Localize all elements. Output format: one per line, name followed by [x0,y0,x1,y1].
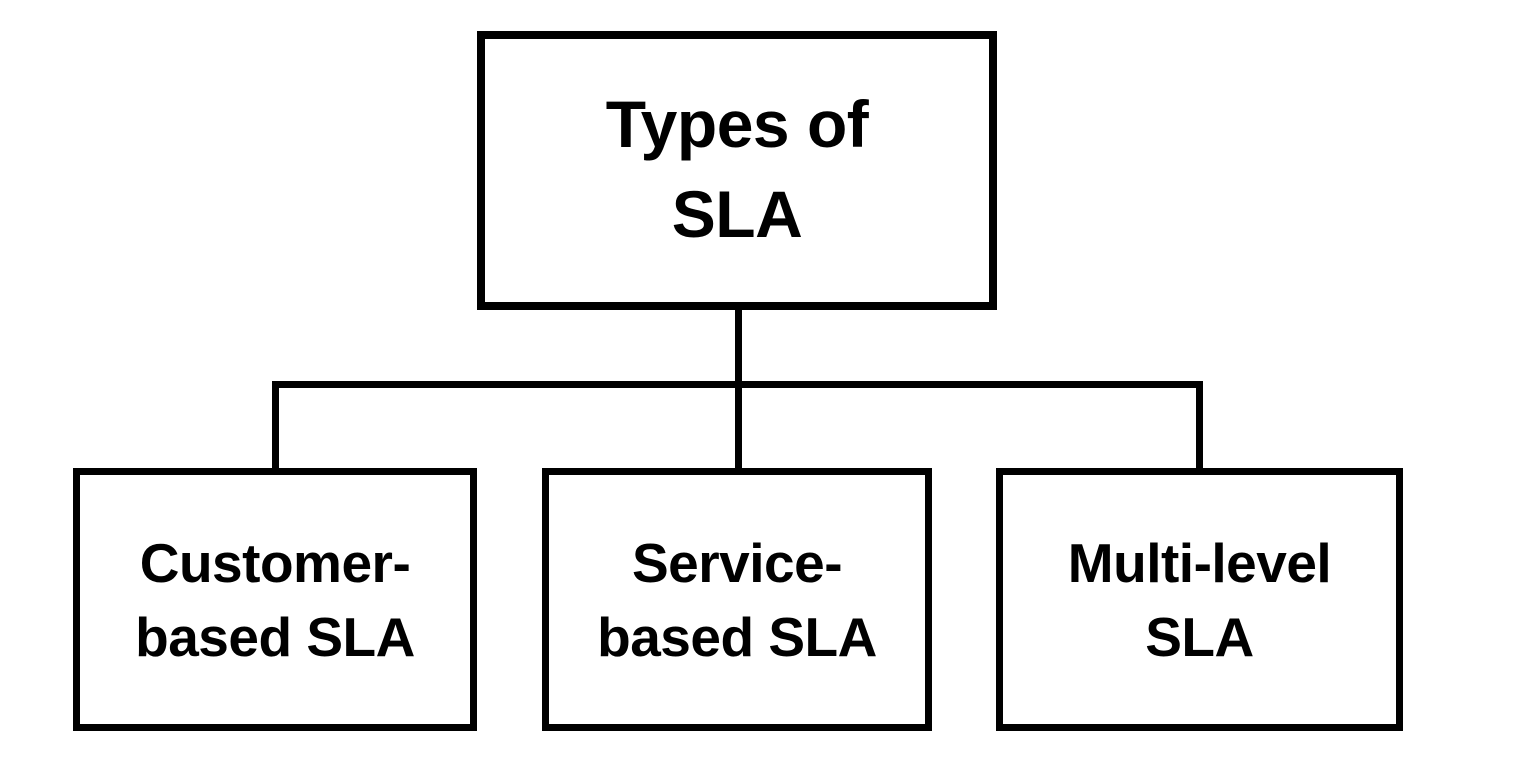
node-label-customer-based-sla: Customer- based SLA [135,531,415,668]
connector-root-stem [735,308,742,388]
node-label-multi-level-sla: Multi-level SLA [1067,531,1332,668]
node-customer-based-sla[interactable]: Customer- based SLA [73,468,477,731]
connector-drop-customer-based-sla [272,381,279,471]
connector-drop-multi-level-sla [1196,381,1203,471]
node-multi-level-sla[interactable]: Multi-level SLA [996,468,1403,731]
connector-drop-service-based-sla [735,381,742,471]
node-types-of-sla[interactable]: Types of SLA [477,31,997,310]
node-label-root: Types of SLA [605,86,869,251]
node-label-service-based-sla: Service- based SLA [597,531,877,668]
node-service-based-sla[interactable]: Service- based SLA [542,468,932,731]
